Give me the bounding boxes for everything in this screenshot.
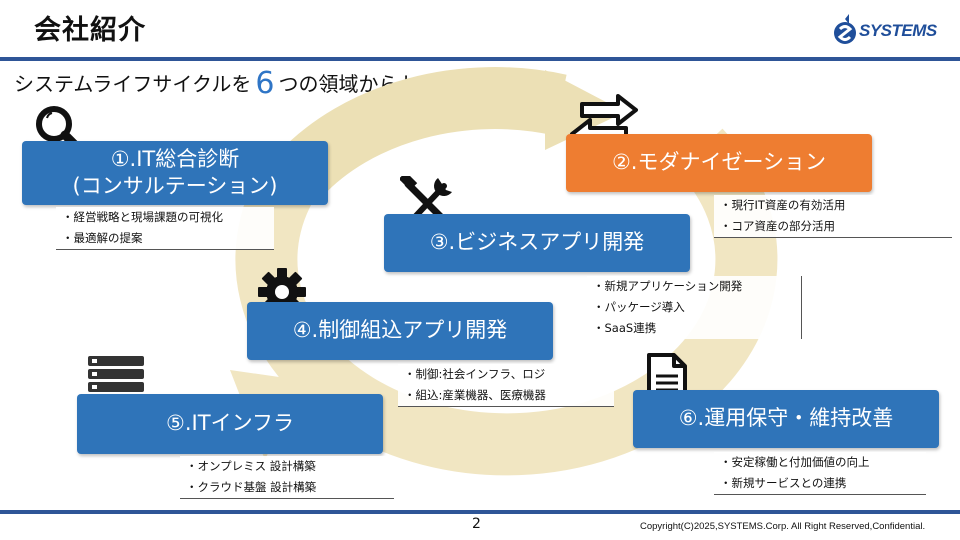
logo-mark-icon: [834, 14, 856, 44]
area-1-bullets: ・経営戦略と現場課題の可視化 ・最適解の提案: [56, 207, 274, 250]
area-6-bullet: ・新規サービスとの連携: [720, 476, 847, 490]
area-1-label-line1: ①.IT総合診断: [110, 146, 240, 171]
header-divider: [0, 57, 960, 61]
area-3-bullet: ・SaaS連携: [593, 321, 657, 335]
area-1-label-line2: (コンサルテーション): [72, 174, 278, 198]
area-2-bullet: ・現行IT資産の有効活用: [720, 198, 846, 212]
area-6-bullet: ・安定稼働と付加価値の向上: [720, 455, 870, 469]
area-4-bullet: ・制御:社会インフラ、ロジ: [404, 367, 546, 381]
area-5-bullets: ・オンプレミス 設計構築 ・クラウド基盤 設計構築: [180, 456, 394, 499]
area-3-box: ③.ビジネスアプリ開発: [384, 214, 690, 272]
area-2-bullets: ・現行IT資産の有効活用 ・コア資産の部分活用: [714, 195, 952, 238]
area-3-bullet: ・新規アプリケーション開発: [593, 279, 743, 293]
area-4-bullets: ・制御:社会インフラ、ロジ ・組込:産業機器、医療機器: [398, 364, 614, 407]
area-1-bullet: ・経営戦略と現場課題の可視化: [62, 210, 223, 224]
area-2-label: ②.モダナイゼーション: [611, 150, 827, 175]
area-4-label: ④.制御組込アプリ開発: [292, 318, 508, 343]
area-5-box: ⑤.ITインフラ: [77, 394, 383, 454]
page-number: 2: [472, 516, 481, 532]
area-6-bullets: ・安定稼働と付加価値の向上 ・新規サービスとの連携: [714, 452, 926, 495]
copyright-notice: Copyright(C)2025,SYSTEMS.Corp. All Right…: [640, 521, 926, 532]
company-logo: SYSTEMS: [832, 14, 950, 48]
area-4-box: ④.制御組込アプリ開発: [247, 302, 553, 360]
area-6-label: ⑥.運用保守・維持改善: [678, 406, 894, 431]
area-2-bullet: ・コア資産の部分活用: [720, 219, 835, 233]
area-3-bullets-rule: [801, 276, 802, 339]
area-6-box: ⑥.運用保守・維持改善: [633, 390, 939, 448]
area-4-bullet: ・組込:産業機器、医療機器: [404, 388, 546, 402]
area-5-bullet: ・クラウド基盤 設計構築: [186, 480, 317, 494]
area-1-bullet: ・最適解の提案: [62, 231, 143, 245]
subtitle-before: システムライフサイクルを: [14, 72, 252, 96]
area-3-label: ③.ビジネスアプリ開発: [429, 230, 645, 255]
area-5-bullet: ・オンプレミス 設計構築: [186, 459, 316, 473]
area-3-bullet: ・パッケージ導入: [593, 300, 685, 314]
area-2-box: ②.モダナイゼーション: [566, 134, 872, 192]
logo-text: SYSTEMS: [859, 21, 937, 40]
area-5-label: ⑤.ITインフラ: [166, 411, 294, 436]
subtitle-number: 6: [255, 66, 275, 101]
page-title: 会社紹介: [34, 15, 146, 46]
area-3-bullets: ・新規アプリケーション開発 ・パッケージ導入 ・SaaS連携: [587, 276, 802, 339]
footer-divider: [0, 510, 960, 514]
area-1-box: ①.IT総合診断 (コンサルテーション): [22, 141, 328, 205]
